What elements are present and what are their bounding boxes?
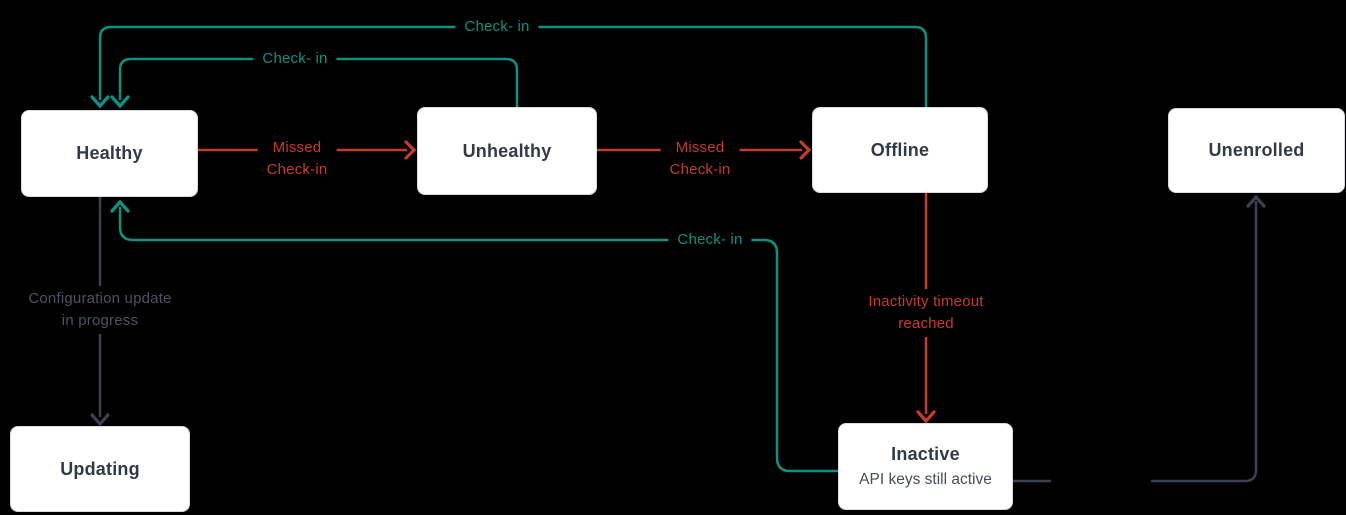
edge-label-checkin-unhealthy: Check- in [253, 46, 337, 72]
state-node-unenrolled: Unenrolled [1168, 108, 1345, 193]
edge-label-line: Check-in [669, 161, 731, 178]
arrowhead-offline-to-inactive-icon [916, 410, 936, 424]
state-node-title: Unhealthy [462, 140, 552, 161]
state-node-healthy: Healthy [21, 110, 198, 197]
edge-inactive-to-healthy [118, 207, 838, 473]
edge-label-checkin-inactive: Check- in [668, 227, 752, 253]
arrowhead-offline-to-healthy-icon [90, 95, 110, 109]
arrowhead-inactive-to-healthy-icon [110, 199, 130, 213]
state-node-subtitle: API keys still active [859, 471, 992, 488]
edge-label-line: Check-in [266, 161, 328, 178]
state-node-title: Healthy [76, 143, 143, 163]
state-node-inactive: Inactive API keys still active [838, 423, 1013, 510]
arrowhead-inactive-to-unenrolled-icon [1246, 194, 1266, 208]
state-node-title: Updating [60, 458, 140, 479]
edge-label-line: Missed [675, 139, 725, 156]
edge-label-inactivity-timeout: Inactivity timeout reached [859, 289, 993, 337]
arrowhead-unhealthy-to-healthy-icon [110, 95, 130, 109]
edge-label-missed-checkin-right: Missed Check-in [660, 135, 740, 183]
arrowhead-unhealthy-to-offline-icon [799, 140, 812, 160]
edge-label-checkin-offline: Check- in [455, 14, 539, 40]
edge-label-missed-checkin-left: Missed Check-in [257, 135, 337, 183]
edge-label-line: Inactivity timeout [868, 293, 984, 310]
state-node-title: Offline [870, 139, 930, 160]
edge-label-line: Configuration update [28, 290, 172, 307]
state-node-updating: Updating [10, 426, 190, 512]
edge-label-line: in progress [61, 312, 139, 329]
arrowhead-healthy-to-unhealthy-icon [404, 140, 417, 160]
state-node-unhealthy: Unhealthy [417, 107, 597, 195]
edge-label-line: Missed [272, 139, 322, 156]
edge-inactive-to-unenrolled [1151, 201, 1258, 483]
edge-label-configuration-update: Configuration update in progress [19, 286, 181, 334]
edge-label-line: reached [898, 315, 954, 332]
state-node-title: Inactive [891, 444, 960, 464]
state-node-offline: Offline [812, 107, 988, 193]
arrowhead-healthy-to-updating-icon [90, 413, 110, 427]
state-node-title: Unenrolled [1208, 140, 1305, 160]
